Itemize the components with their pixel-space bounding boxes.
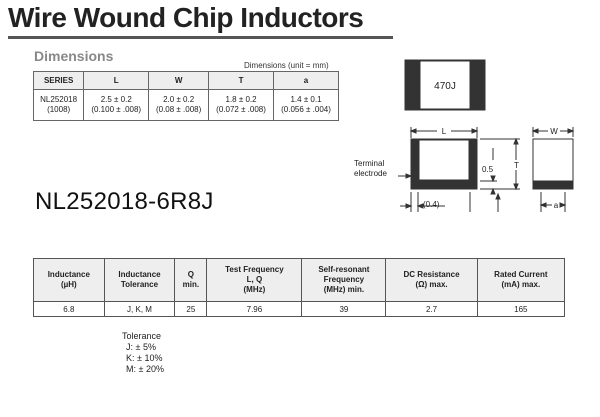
- col-dc-resistance: DC Resistance(Ω) max.: [385, 258, 478, 302]
- title-underline: [8, 36, 393, 39]
- cell-a: 1.4 ± 0.1(0.056 ± .004): [273, 89, 339, 121]
- dim-0-4: (0.4): [423, 200, 440, 209]
- tolerance-item: K: ± 10%: [126, 353, 163, 363]
- terminal-label-2: electrode: [354, 169, 387, 178]
- table-row: 6.8 J, K, M 25 7.96 39 2.7 165: [33, 301, 566, 317]
- dimensions-unit-note: Dimensions (unit = mm): [244, 61, 329, 70]
- val-q: 25: [174, 301, 208, 317]
- dim-0-5: 0.5: [482, 165, 494, 174]
- col-series: SERIES: [32, 71, 85, 90]
- label-w: W: [550, 127, 558, 136]
- cell-l: 2.5 ± 0.2(0.100 ± .008): [83, 89, 150, 121]
- top-view: [404, 59, 486, 111]
- label-a: a: [554, 201, 559, 210]
- col-rated-current: Rated Current(mA) max.: [476, 258, 566, 302]
- col-a: a: [273, 71, 339, 90]
- terminal-label-1: Terminal: [354, 159, 384, 168]
- tolerance-legend: Tolerance J: ± 5% K: ± 10% M: ± 20%: [122, 331, 164, 375]
- val-inductance: 6.8: [33, 301, 105, 317]
- tolerance-item: J: ± 5%: [126, 342, 156, 352]
- col-inductance: Inductance(µH): [33, 258, 105, 302]
- dimensions-heading: Dimensions: [34, 48, 114, 64]
- table-row: NL252018(1008) 2.5 ± 0.2(0.100 ± .008) 2…: [32, 89, 339, 121]
- marking-text: 470J: [434, 81, 456, 92]
- dimensions-table: SERIES L W T a NL252018(1008) 2.5 ± 0.2(…: [32, 71, 339, 121]
- side-view: [532, 138, 574, 190]
- val-dc-resistance: 2.7: [385, 301, 478, 317]
- page-title: Wire Wound Chip Inductors: [8, 2, 364, 33]
- tolerance-heading: Tolerance: [122, 331, 162, 341]
- cell-series: NL252018(1008): [32, 89, 85, 121]
- val-test-frequency: 7.96: [206, 301, 303, 317]
- tolerance-item: M: ± 20%: [126, 364, 164, 374]
- front-view: [410, 138, 478, 190]
- val-rated-current: 165: [476, 301, 566, 317]
- label-l: L: [442, 127, 447, 136]
- label-t: T: [514, 161, 519, 170]
- part-number: NL252018-6R8J: [35, 188, 214, 215]
- val-self-resonant: 39: [301, 301, 387, 317]
- val-tolerance: J, K, M: [103, 301, 176, 317]
